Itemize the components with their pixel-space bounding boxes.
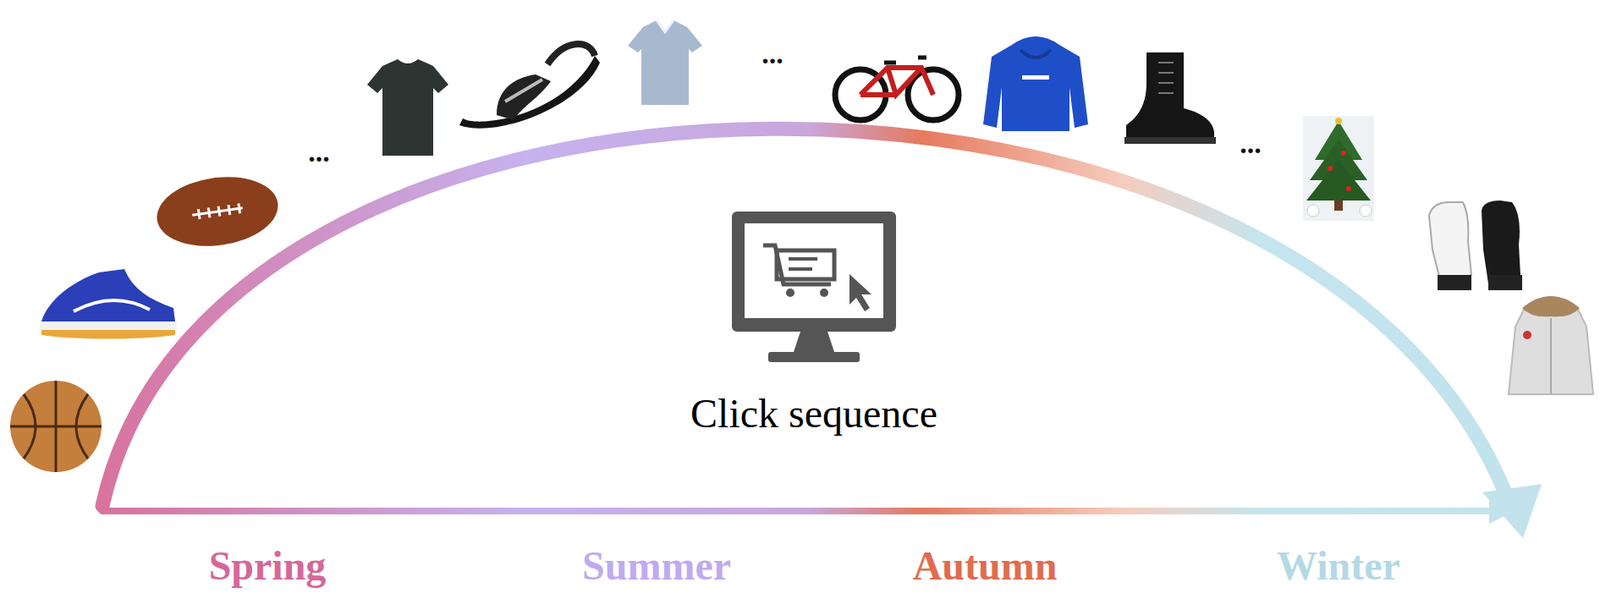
- center-caption: Click sequence: [690, 390, 938, 437]
- ellipsis: ...: [761, 38, 784, 71]
- ellipsis: ...: [1239, 127, 1262, 160]
- season-label: Spring: [208, 542, 327, 589]
- season-label: Summer: [582, 542, 732, 589]
- season-label: Winter: [1276, 542, 1401, 589]
- ellipsis: ...: [307, 136, 330, 169]
- season-label: Autumn: [912, 542, 1058, 589]
